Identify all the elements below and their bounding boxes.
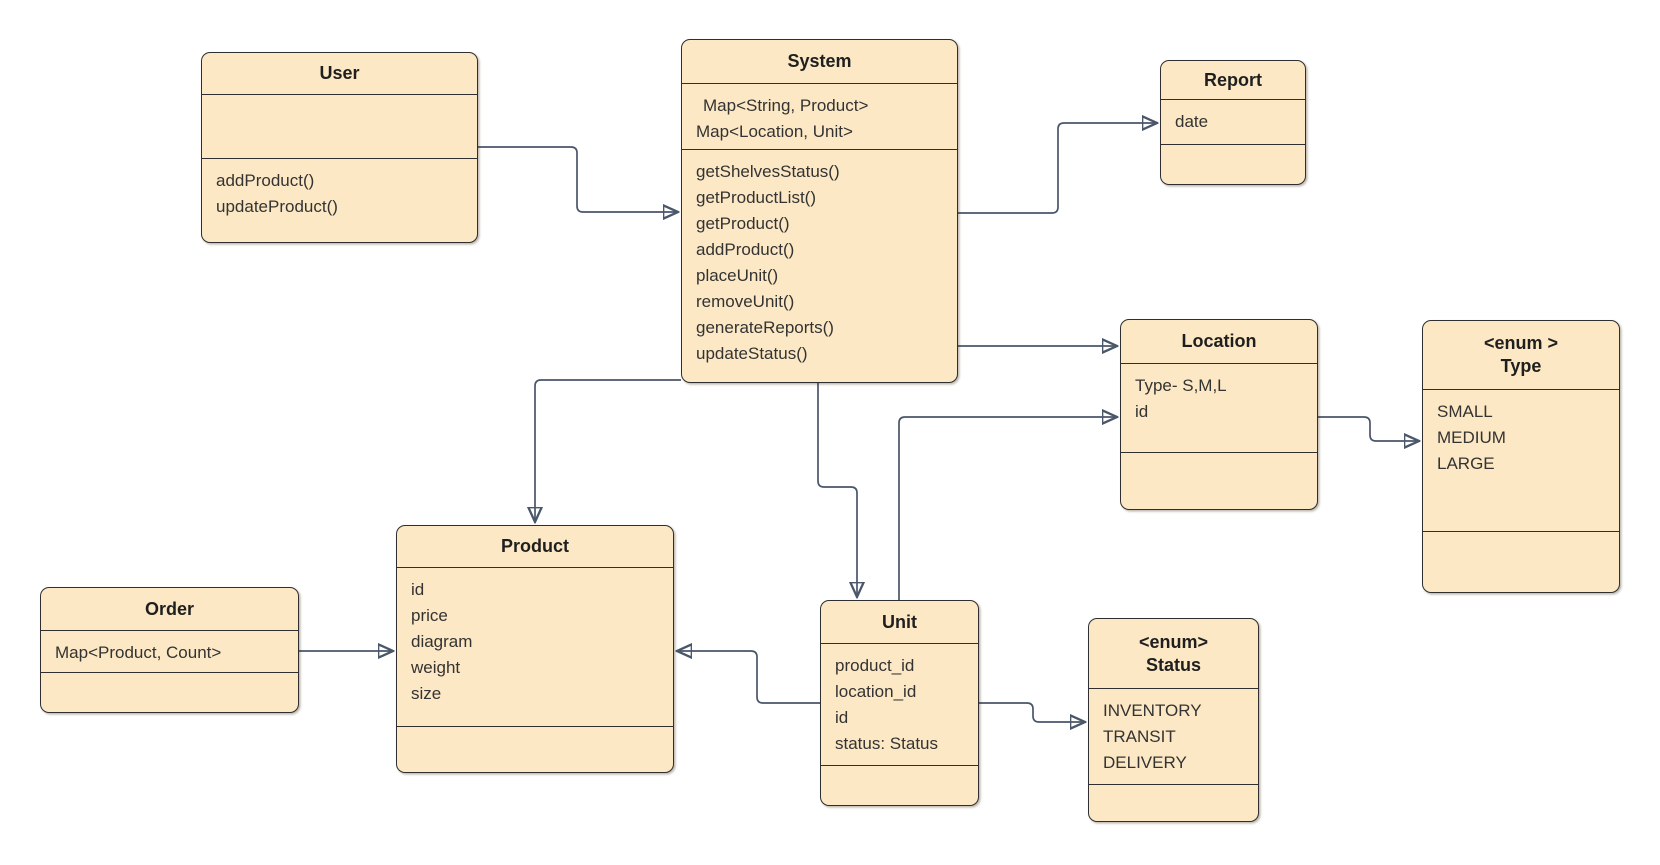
connector-system-product (535, 379, 681, 522)
enum-value: DELIVERY (1103, 753, 1187, 772)
class-location-title: Location (1121, 320, 1317, 363)
class-user: User addProduct() updateProduct() (201, 52, 478, 243)
class-report-title: Report (1161, 61, 1305, 99)
class-report-methods-section (1161, 144, 1305, 184)
class-unit-title: Unit (821, 601, 978, 643)
class-user-title: User (202, 53, 477, 94)
connector-system-report (958, 123, 1157, 214)
enum-value: INVENTORY (1103, 701, 1202, 720)
method: updateStatus() (696, 344, 808, 363)
method: updateProduct() (216, 197, 338, 216)
connector-location-type (1318, 416, 1419, 441)
class-unit: Unit product_id location_id id status: S… (820, 600, 979, 806)
class-product-methods-section (397, 726, 673, 772)
enum-value: SMALL (1437, 402, 1493, 421)
class-unit-methods-section (821, 765, 978, 805)
connector-user-system (478, 146, 678, 212)
attribute: Map<Location, Unit> (696, 122, 853, 141)
class-user-attributes-section (202, 94, 477, 158)
enum-name: Status (1145, 654, 1201, 675)
attribute: Map<String, Product> (703, 96, 869, 115)
enum-type-empty-section (1423, 531, 1619, 592)
enum-stereotype: <enum> (1138, 631, 1209, 652)
enum-value: TRANSIT (1103, 727, 1176, 746)
class-name: Unit (882, 611, 917, 632)
method: removeUnit() (696, 292, 795, 311)
class-system-methods-section: getShelvesStatus() getProductList() getP… (682, 149, 957, 382)
class-product-attributes-section: id price diagram weight size (397, 567, 673, 726)
enum-value: LARGE (1437, 454, 1495, 473)
class-name: Product (500, 536, 569, 556)
class-order: Order Map<Product, Count> (40, 587, 299, 713)
enum-value: MEDIUM (1437, 428, 1506, 447)
class-order-attributes-section: Map<Product, Count> (41, 630, 298, 672)
connector-unit-product (677, 651, 820, 704)
attribute: product_id (835, 656, 915, 675)
class-system-title: System (682, 40, 957, 83)
method: generateReports() (696, 318, 834, 337)
class-name: Location (1181, 331, 1257, 351)
enum-type-title: <enum > Type (1423, 321, 1619, 389)
class-name: Report (1204, 69, 1262, 90)
attribute: diagram (411, 632, 473, 651)
attribute: weight (411, 658, 461, 677)
class-product-title: Product (397, 526, 673, 567)
class-location-attributes-section: Type- S,M,L id (1121, 363, 1317, 452)
method: addProduct() (216, 171, 315, 190)
enum-type: <enum > Type SMALL MEDIUM LARGE (1422, 320, 1620, 593)
attribute: Type- S,M,L (1135, 376, 1227, 395)
attribute: size (411, 684, 442, 703)
attribute: location_id (835, 682, 917, 701)
attribute: id (411, 580, 425, 599)
attribute: date (1175, 112, 1209, 131)
enum-status: <enum> Status INVENTORY TRANSIT DELIVERY (1088, 618, 1259, 822)
connector-unit-status (979, 702, 1085, 722)
class-user-methods-section: addProduct() updateProduct() (202, 158, 477, 242)
attribute: Map<Product, Count> (55, 643, 222, 662)
enum-name: Type (1500, 356, 1542, 376)
attribute: id (835, 708, 849, 727)
class-location: Location Type- S,M,L id (1120, 319, 1318, 510)
class-order-methods-section (41, 672, 298, 712)
class-report: Report date (1160, 60, 1306, 185)
class-unit-attributes-section: product_id location_id id status: Status (821, 643, 978, 765)
enum-stereotype: <enum > (1483, 333, 1559, 353)
method: getProduct() (696, 214, 790, 233)
class-report-attributes-section: date (1161, 99, 1305, 144)
class-name: System (787, 51, 852, 71)
class-location-methods-section (1121, 452, 1317, 509)
class-name: Order (144, 598, 195, 619)
method: getProductList() (696, 188, 816, 207)
class-order-title: Order (41, 588, 298, 630)
class-product: Product id price diagram weight size (396, 525, 674, 773)
method: placeUnit() (696, 266, 779, 285)
connector-system-unit (817, 383, 857, 597)
method: addProduct() (696, 240, 795, 259)
class-name: User (319, 63, 360, 83)
enum-status-empty-section (1089, 784, 1258, 821)
attribute: status: Status (835, 734, 938, 753)
connector-unit-location (898, 417, 1117, 600)
method: getShelvesStatus() (696, 162, 840, 181)
class-system-attributes-section: Map<String, Product> Map<Location, Unit> (682, 83, 957, 149)
attribute: price (411, 606, 448, 625)
class-system: System Map<String, Product> Map<Location… (681, 39, 958, 383)
enum-status-values-section: INVENTORY TRANSIT DELIVERY (1089, 688, 1258, 784)
enum-type-values-section: SMALL MEDIUM LARGE (1423, 389, 1619, 531)
enum-status-title: <enum> Status (1089, 619, 1258, 688)
attribute: id (1135, 402, 1149, 421)
